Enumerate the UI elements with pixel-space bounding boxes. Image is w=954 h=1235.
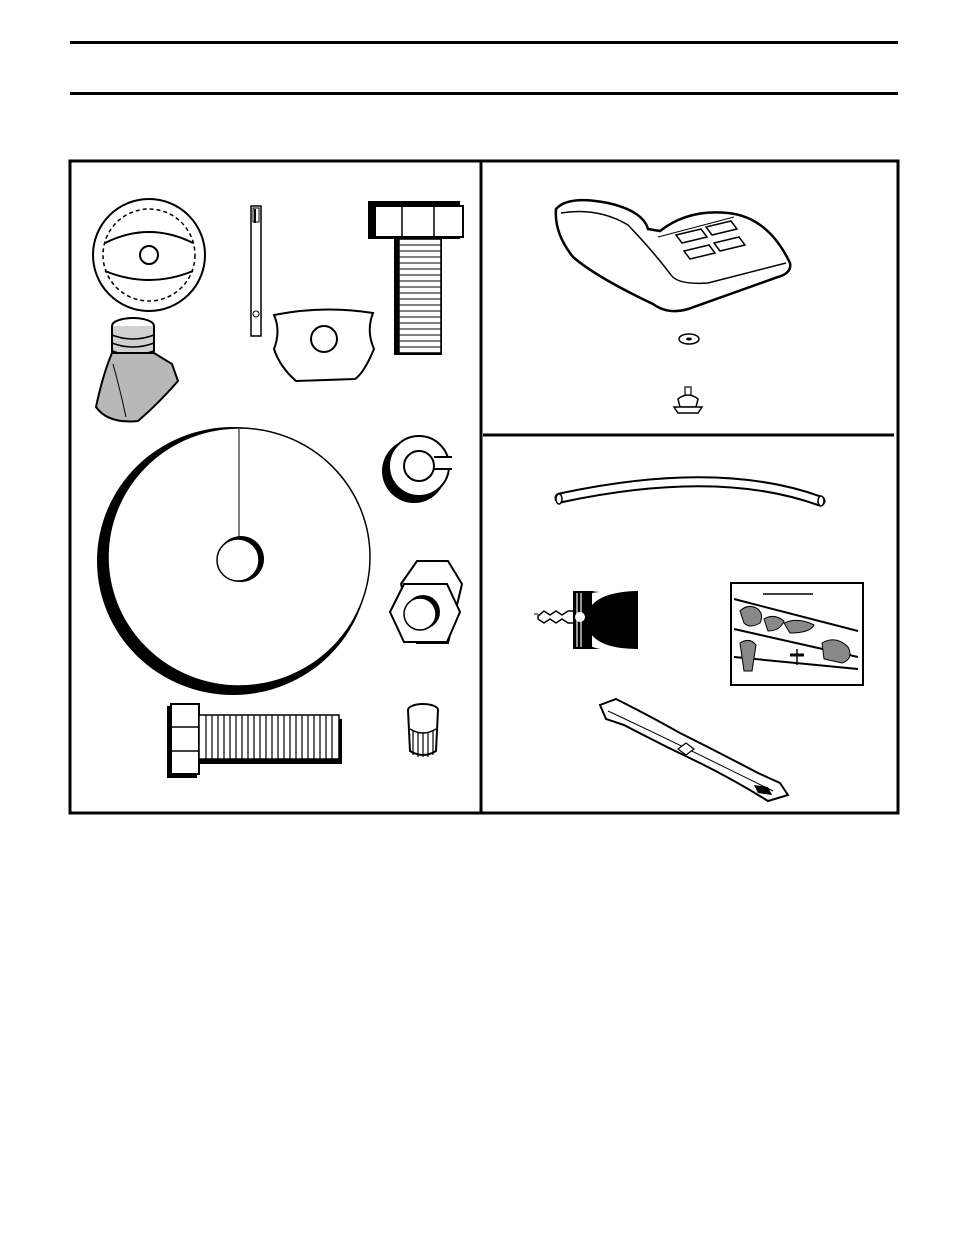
hex-bolt-vertical-part xyxy=(368,201,463,355)
lock-washer-part xyxy=(382,436,452,503)
warning-decal-part xyxy=(731,583,863,685)
hex-nut-part xyxy=(390,561,462,643)
page-header xyxy=(70,44,898,92)
shaft-rod-part xyxy=(251,206,261,336)
parts-illustration-frame xyxy=(68,159,900,815)
threaded-insert-part xyxy=(408,704,438,757)
seat-washer-part xyxy=(679,334,699,344)
pulley-disk-part xyxy=(97,427,370,695)
steering-wheel-part xyxy=(93,199,205,311)
ignition-key-part xyxy=(533,590,638,649)
mounting-plate-part xyxy=(274,309,374,381)
hex-bolt-horizontal-part xyxy=(167,704,342,778)
header-bottom-rule xyxy=(70,92,898,95)
fill-spout-part xyxy=(96,318,178,421)
seat-part xyxy=(556,200,790,311)
fuel-hose-part xyxy=(556,482,824,506)
seat-wing-nut-part xyxy=(674,387,702,413)
mower-blade-part xyxy=(600,699,788,801)
